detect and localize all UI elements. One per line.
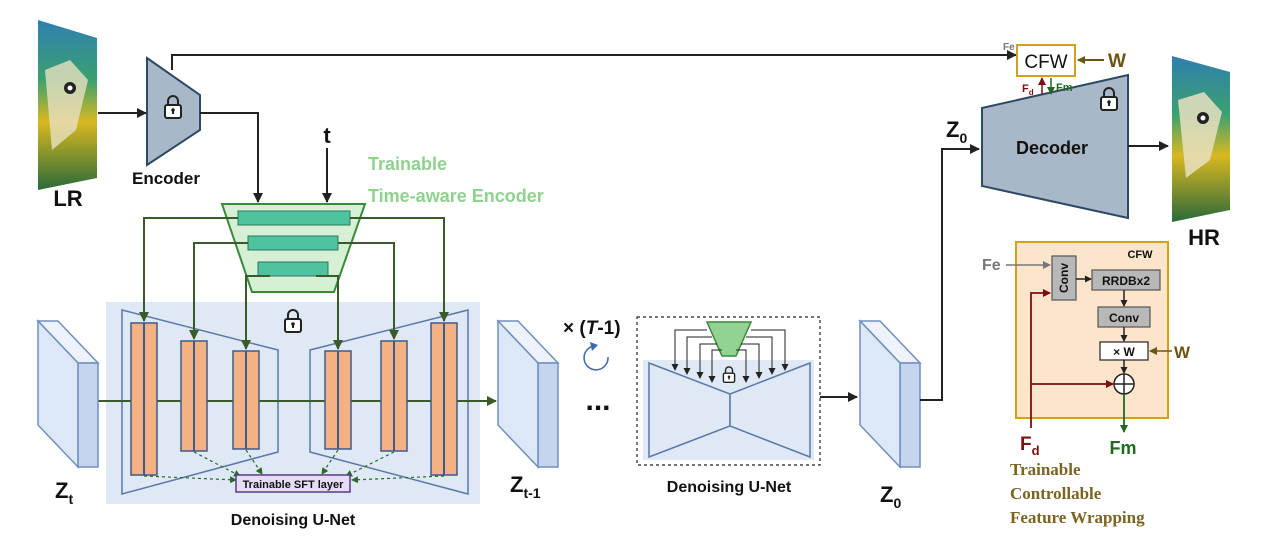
fm-top-label: Fm [1056,82,1073,94]
decoder-block [981,73,1129,220]
encoder-to-tae-arrow [200,112,263,203]
latent-zt [36,319,100,469]
sft-layer-box [235,474,351,493]
tae-layer [237,210,351,226]
fe-top-label: Fe [1003,42,1015,53]
times-w-label: × W [1113,345,1135,359]
z0-to-decoder-arrow [920,144,980,401]
conv-vertical-box [1051,255,1077,301]
unet-blocks [130,322,458,476]
timestep-label: t [323,123,331,148]
w-label: W [1174,343,1191,362]
fd-label: Fd [1020,434,1040,458]
unet-label: Denoising U-Net [231,512,356,529]
zt-label: Zt [55,478,73,507]
cfw-top-box [1016,44,1076,77]
small-unet-up [729,361,811,459]
cfw-detail-title: CFW [1127,249,1153,261]
rrdb-label: RRDBx2 [1102,274,1150,288]
cfw-detail-box [1015,241,1169,419]
conv-vertical-label: Conv [1057,263,1071,293]
small-tae [705,321,753,357]
tae-layer [257,261,329,277]
small-unet-label: Denoising U-Net [667,479,792,496]
cycle-arrow-icon [583,342,609,371]
zt-1-label: Zt-1 [510,472,541,501]
lr-label: LR [53,186,82,211]
lr-image [38,20,97,190]
sft-layer-label: Trainable SFT layer [243,479,345,491]
hr-image [1172,56,1230,222]
ellipsis: ... [585,384,610,417]
encoder-skip-line [171,50,1017,70]
z0-top-label: Z0 [946,117,967,146]
z0-label: Z0 [880,482,901,511]
cfw-caption-line3: Feature Wrapping [1010,508,1145,527]
latent-z0 [858,319,922,469]
cfw-caption-line2: Controllable [1010,484,1102,503]
decoder-label: Decoder [1016,138,1088,158]
rrdb-box [1091,269,1161,291]
small-unet-connections [671,329,789,383]
tae-connections [139,217,449,350]
trainable-label: Trainable [368,154,447,174]
fm-label: Fm [1110,438,1137,458]
sum-node [1113,373,1135,395]
conv-label: Conv [1109,311,1139,325]
fd-paths [1030,289,1114,428]
cfw-caption-line1: Trainable [1010,460,1081,479]
fe-label: Fe [982,257,1001,274]
hr-label: HR [1188,225,1220,250]
tae-layer [247,235,339,251]
w-top-label: W [1108,51,1126,72]
cfw-top-label: CFW [1024,52,1067,73]
time-aware-encoder-label: Time-aware Encoder [368,186,544,206]
repeat-label: × (T-1) [563,318,621,339]
fd-top-label: Fd [1022,83,1034,97]
sft-connections [143,449,445,484]
encoder-label: Encoder [132,169,200,188]
latent-zt-1 [496,319,560,469]
